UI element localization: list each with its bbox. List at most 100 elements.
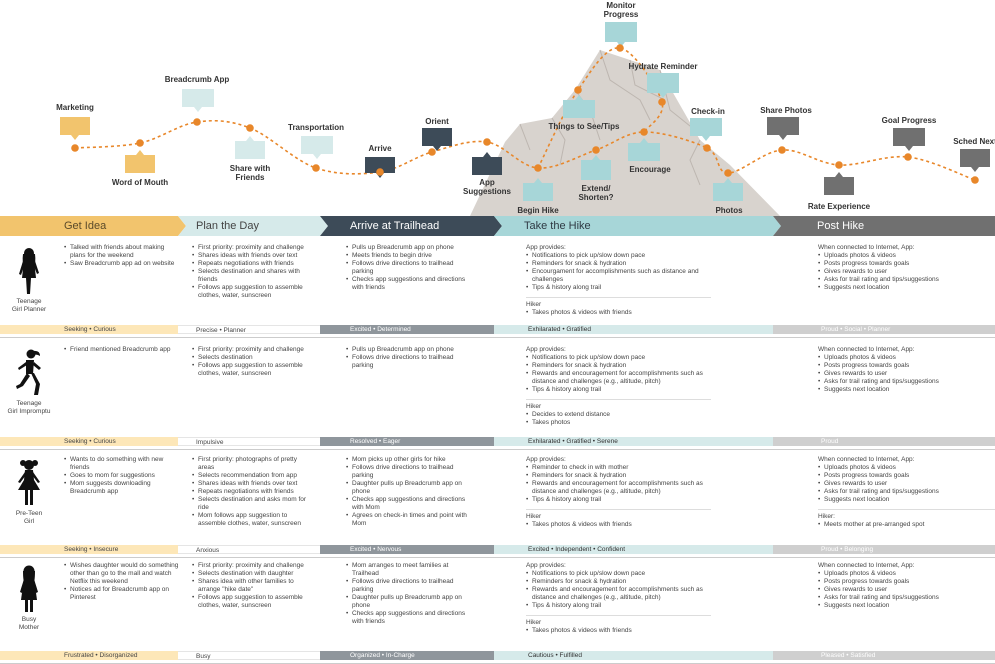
touchpoint-callout-pointer [592,155,600,160]
persona-figure-icon [18,460,40,505]
cell-intro: App provides: [526,456,566,463]
touchpoint-callout-box [301,136,333,154]
touchpoint-label-orient: Orient [425,117,449,126]
touchpoint-callout-box [713,183,743,201]
journey-cell-get-idea: Wants to do something with new friendsGo… [64,456,179,496]
list-item: Suggests next location [818,496,988,504]
list-item: Repeats negotiations with friends [192,488,312,496]
journey-cell-plan-day: First priority: proximity and challengeS… [192,562,312,610]
emotion-label: Anxious [178,545,320,554]
touchpoint-dot [658,98,666,106]
list-item: Uploads photos & videos [818,354,988,362]
touchpoint-callout-box [628,143,660,161]
list-item: Tips & history along trail [526,496,721,504]
list-item: Mom follows app suggestion to assemble c… [192,512,312,528]
list-item: Takes photos & videos with friends [526,309,721,317]
list-item: Follows drive directions to trailhead pa… [346,464,471,480]
journey-cell-post-hike: When connected to Internet, App:Uploads … [818,562,988,610]
touchpoint-callout-pointer [835,172,843,177]
emotion-label: Impulsive [178,437,320,446]
touchpoint-label-hydrate-reminder: Hydrate Reminder [628,62,698,71]
touchpoint-callout-pointer [313,154,321,159]
list-item: Rewards and encouragement for accomplish… [526,480,721,496]
persona-1: Teenage Girl Impromptu [0,348,58,415]
list-item: Takes photos [526,419,721,427]
persona-3: Busy Mother [0,564,58,631]
journey-cell-arrive-trailhead: Pulls up Breadcrumb app on phoneFollows … [346,346,471,370]
touchpoint-callout-box [960,149,990,167]
touchpoint-callout-pointer [483,152,491,157]
list-item: Posts progress towards goals [818,472,988,480]
list-item: Reminders for snack & hydration [526,362,721,370]
emotion-label: Exhilarated • Gratified • Serene [494,437,773,446]
touchpoint-callout-box [60,117,90,135]
touchpoint-dot [136,139,144,147]
persona-figure-icon [20,565,38,612]
list-item: Tips & history along trail [526,284,721,292]
cell-intro-secondary: Hiker [526,403,542,410]
touchpoint-callout-pointer [194,107,202,112]
list-item: Uploads photos & videos [818,252,988,260]
list-item: Gives rewards to user [818,268,988,276]
list-item: Notifications to pick up/slow down pace [526,354,721,362]
list-item: Saw Breadcrumb app ad on website [64,260,179,268]
touchpoint-callout-pointer [779,135,787,140]
phase-label-get-idea: Get Idea [64,220,107,232]
list-item: Follows drive directions to trailhead pa… [346,354,471,370]
list-item: Mom picks up other girls for hike [346,456,471,464]
list-item: Gives rewards to user [818,480,988,488]
persona-2: Pre-Teen Girl [0,458,58,525]
list-item: Reminders for snack & hydration [526,260,721,268]
journey-cell-post-hike: When connected to Internet, App:Uploads … [818,346,988,394]
touchpoint-label-transportation: Transportation [287,123,345,132]
touchpoint-callout-box [824,177,854,195]
list-item: Agrees on check-in times and point with … [346,512,471,528]
persona-figure-icon [16,349,41,395]
touchpoint-callout-pointer [659,93,667,98]
list-item: Checks app suggestions and directions wi… [346,496,471,512]
list-item: Wants to do something with new friends [64,456,179,472]
list-item: Friend mentioned Breadcrumb app [64,346,179,354]
cell-intro: App provides: [526,346,566,353]
list-item: Pulls up Breadcrumb app on phone [346,244,471,252]
list-item: Selects destination [192,354,312,362]
list-item: Repeats negotiations with friends [192,260,312,268]
list-item: First priority: proximity and challenge [192,244,312,252]
list-item: Posts progress towards goals [818,260,988,268]
touchpoint-dot [592,146,600,154]
journey-cell-arrive-trailhead: Mom arranges to meet families at Trailhe… [346,562,471,626]
list-item: Selects destination and asks mom for rid… [192,496,312,512]
journey-cell-get-idea: Wishes daughter would do something other… [64,562,179,602]
list-item: Asks for trail rating and tips/suggestio… [818,378,988,386]
touchpoint-callout-pointer [640,138,648,143]
cell-intro: When connected to Internet, App: [818,562,915,569]
list-item: Suggests next location [818,284,988,292]
list-item: Uploads photos & videos [818,570,988,578]
touchpoint-dot [483,138,491,146]
touchpoint-dot [616,44,624,52]
list-item: Selects destination and shares with frie… [192,268,312,284]
list-item: Tips & history along trail [526,386,721,394]
list-item: Checks app suggestions and directions wi… [346,276,471,292]
list-item: Tips & history along trail [526,602,721,610]
emotion-label: Cautious • Fulfilled [494,651,773,660]
cell-intro: When connected to Internet, App: [818,456,915,463]
journey-cell-plan-day: First priority: photographs of pretty ar… [192,456,312,528]
touchpoint-callout-pointer [136,150,144,155]
emotion-label: Pleased • Satisfied [773,651,995,660]
list-item: First priority: photographs of pretty ar… [192,456,312,472]
list-item: First priority: proximity and challenge [192,346,312,354]
touchpoint-callout-pointer [905,146,913,151]
touchpoint-dot [428,148,436,156]
touchpoint-label-things-to-see: Things to See/Tips [548,122,620,131]
touchpoint-callout-box [647,73,679,93]
cell-divider [818,509,995,510]
list-item: Pulls up Breadcrumb app on phone [346,346,471,354]
list-item: Encourgament for accomplishments such as… [526,268,721,284]
cell-intro-secondary: Hiker [526,513,542,520]
phase-chevron-plan-day [178,216,328,236]
touchpoint-callout-box [523,183,553,201]
list-item: Reminders for snack & hydration [526,578,721,586]
list-item: Daughter pulls up Breadcrumb app on phon… [346,480,471,496]
journey-cell-post-hike: When connected to Internet, App:Uploads … [818,456,995,529]
